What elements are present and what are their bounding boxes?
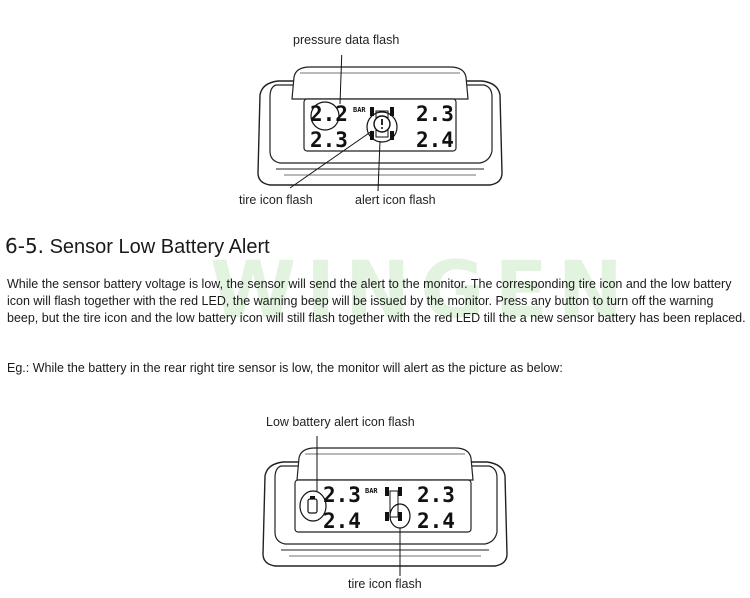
section-heading: 6-5. Sensor Low Battery Alert (5, 234, 270, 259)
label-tire-icon-flash-2: tire icon flash (348, 577, 422, 591)
highlight-pressure (310, 101, 340, 131)
reading-front-left: 2.2 (310, 102, 348, 126)
reading-rear-left: 2.3 (310, 128, 348, 152)
label-pressure-data-flash: pressure data flash (293, 33, 400, 47)
section-title: Sensor Low Battery Alert (49, 236, 270, 258)
battery-icon (307, 496, 318, 514)
unit-label-2: BAR (365, 487, 378, 495)
section-number: 6-5. (5, 234, 45, 258)
label-alert-icon-flash: alert icon flash (355, 193, 436, 207)
tpms-monitor-diagram-1: 2.2 2.3 2.3 2.4 BAR (257, 55, 503, 192)
section-paragraph: While the sensor battery voltage is low,… (7, 277, 746, 325)
label-low-battery-alert-icon-flash: Low battery alert icon flash (266, 415, 415, 429)
highlight-battery (299, 490, 327, 522)
reading-front-right: 2.3 (416, 102, 454, 126)
reading-rear-right-2: 2.4 (417, 509, 455, 533)
reading-front-right-2: 2.3 (417, 483, 455, 507)
unit-label: BAR (353, 106, 366, 114)
example-text: Eg.: While the battery in the rear right… (7, 361, 563, 375)
label-tire-icon-flash: tire icon flash (239, 193, 313, 207)
reading-front-left-2: 2.3 (323, 483, 361, 507)
alert-icon (373, 115, 391, 133)
tpms-monitor-diagram-2: 2.3 2.3 2.4 2.4 BAR (262, 436, 508, 576)
highlight-alert (366, 111, 398, 143)
reading-rear-left-2: 2.4 (323, 509, 361, 533)
reading-rear-right: 2.4 (416, 128, 454, 152)
